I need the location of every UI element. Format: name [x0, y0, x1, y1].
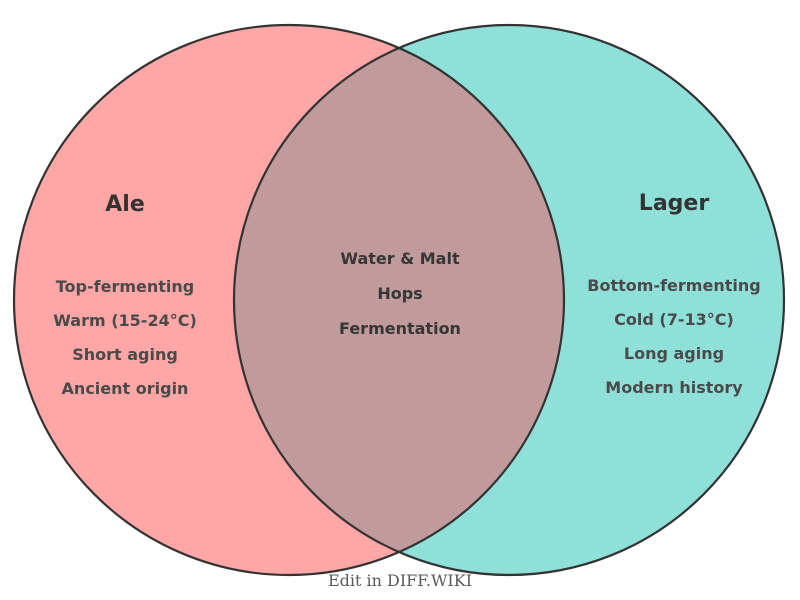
ale-items: Top-fermenting Warm (15-24°C) Short agin…: [5, 270, 245, 406]
ale-item: Top-fermenting: [55, 277, 195, 296]
ale-item: Ancient origin: [61, 379, 189, 398]
overlap-item: Fermentation: [339, 319, 461, 338]
ale-circle-outline: [12, 23, 566, 577]
lager-items: Bottom-fermenting Cold (7-13°C) Long agi…: [554, 269, 794, 405]
edit-in-diffwiki-link[interactable]: Edit in DIFF.WIKI: [327, 571, 473, 590]
lager-item: Bottom-fermenting: [587, 276, 761, 295]
ale-item: Warm (15-24°C): [53, 311, 197, 330]
lager-title: Lager: [638, 191, 710, 216]
lager-item: Long aging: [623, 344, 725, 363]
ale-title: Ale: [105, 192, 145, 217]
lager-circle-outline: [232, 23, 786, 577]
overlap-items: Water & Malt Hops Fermentation: [290, 241, 510, 346]
lager-item: Modern history: [605, 378, 743, 397]
overlap-region: [234, 25, 564, 575]
overlap-item: Water & Malt: [340, 249, 460, 268]
ale-item: Short aging: [72, 345, 178, 364]
lager-item: Cold (7-13°C): [614, 310, 734, 329]
overlap-item: Hops: [377, 284, 423, 303]
